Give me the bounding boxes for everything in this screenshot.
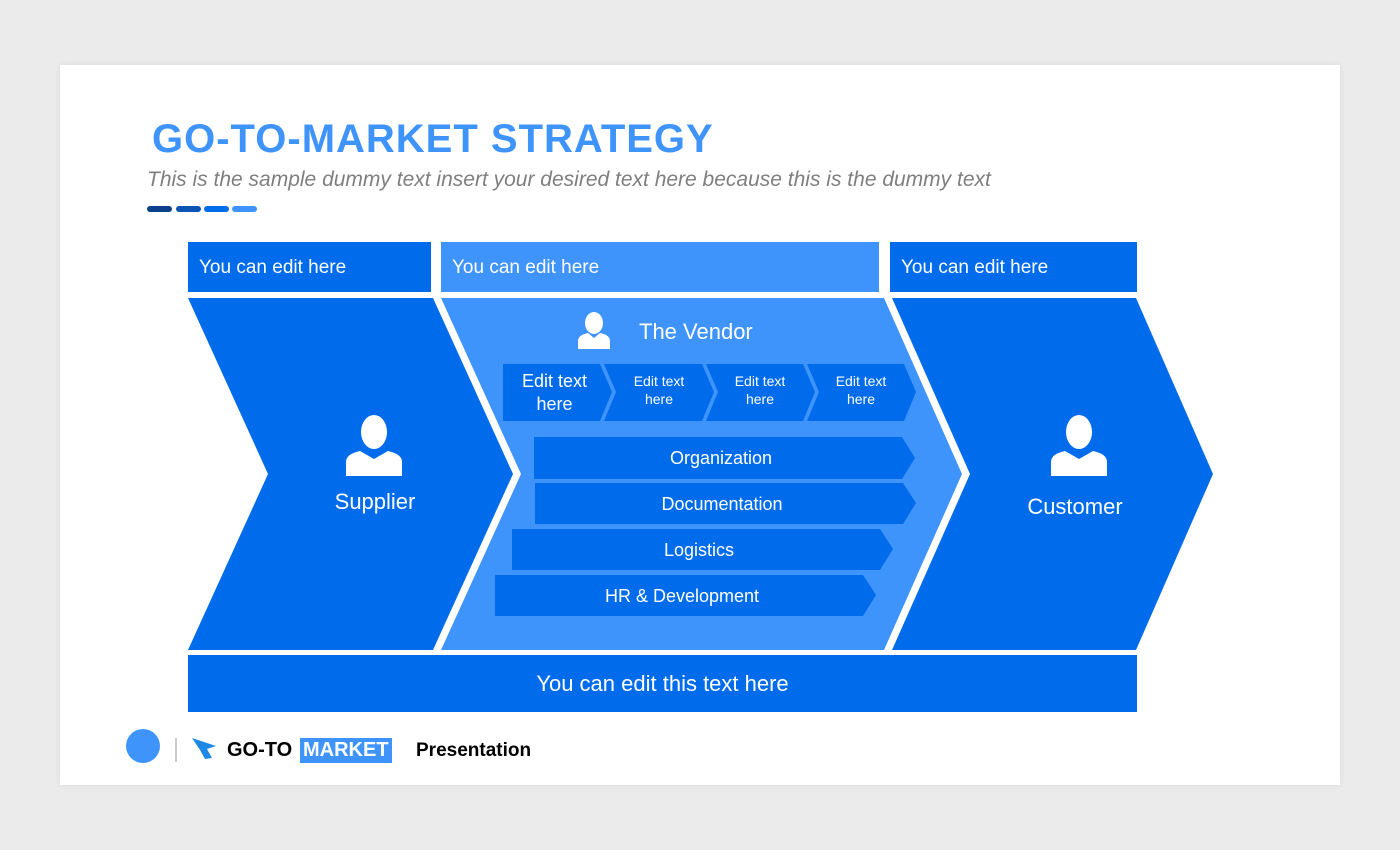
bar-shape bbox=[534, 437, 915, 479]
vendor-label: The Vendor bbox=[639, 319, 753, 344]
footer-brand-2: MARKET bbox=[300, 738, 392, 763]
page-title: GO-TO-MARKET STRATEGY bbox=[152, 117, 714, 161]
bar-logistics: Logistics bbox=[663, 540, 735, 560]
bottom-banner: You can edit this text here bbox=[188, 655, 1137, 712]
subtitle: This is the sample dummy text insert you… bbox=[147, 168, 991, 191]
person-icon bbox=[578, 312, 610, 349]
step-label: Edit text here bbox=[734, 373, 786, 407]
step-chevron bbox=[807, 364, 916, 421]
header-vendor: You can edit here bbox=[441, 242, 879, 292]
divider-dash bbox=[147, 206, 172, 212]
header-supplier: You can edit here bbox=[188, 242, 431, 292]
step-label: Edit text here bbox=[633, 373, 685, 407]
supplier-label: Supplier bbox=[334, 489, 416, 514]
cursor-logo-icon bbox=[192, 738, 216, 759]
divider-dash bbox=[232, 206, 257, 212]
step-label: Edit text here bbox=[521, 371, 588, 414]
bar-shape bbox=[495, 575, 876, 616]
bar-organization: Organization bbox=[669, 448, 773, 468]
step-chevron bbox=[706, 364, 815, 421]
bar-shape bbox=[512, 529, 893, 570]
bar-documentation: Documentation bbox=[661, 494, 783, 514]
step-chevron bbox=[604, 364, 714, 421]
customer-label: Customer bbox=[1027, 494, 1123, 519]
footer-suffix: Presentation bbox=[416, 740, 532, 761]
footer-circle bbox=[126, 729, 160, 763]
footer-brand-1: GO-TO bbox=[227, 739, 293, 761]
bar-shape bbox=[535, 483, 916, 524]
header-customer: You can edit here bbox=[890, 242, 1137, 292]
bar-hr-development: HR & Development bbox=[604, 586, 760, 606]
divider-dash bbox=[204, 206, 229, 212]
divider-dash bbox=[176, 206, 201, 212]
step-chevron bbox=[503, 364, 612, 421]
person-icon bbox=[1051, 415, 1107, 476]
step-label: Edit text here bbox=[835, 373, 887, 407]
person-icon bbox=[346, 415, 402, 476]
